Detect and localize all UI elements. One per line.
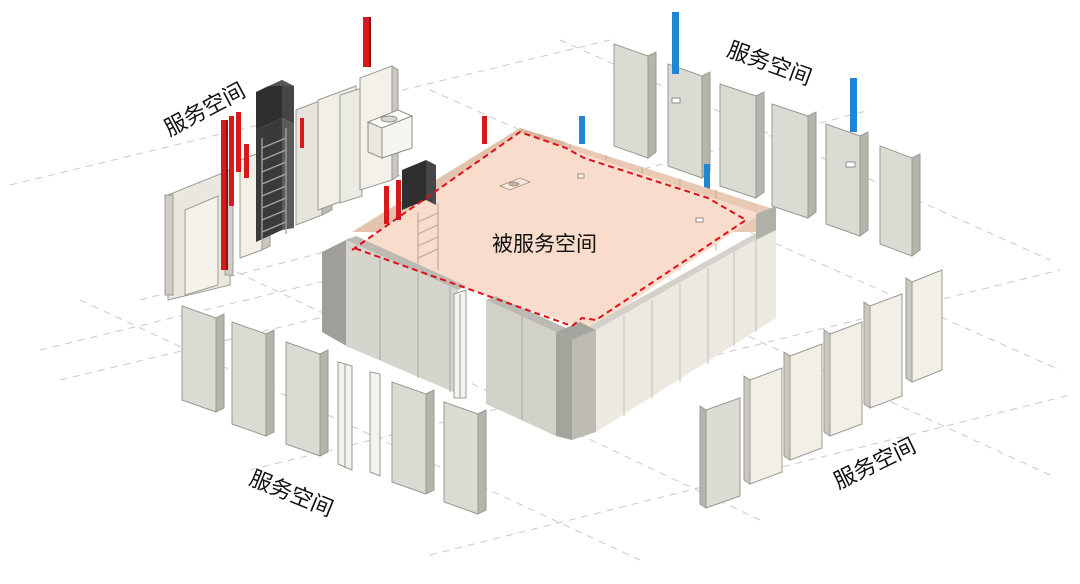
- sink: [366, 109, 414, 159]
- label-served-space: 被服务空间: [492, 232, 597, 256]
- service-cluster-bottom-left: [181, 305, 487, 515]
- blue-risers: [579, 12, 857, 194]
- service-cluster-bottom-right: [699, 269, 943, 509]
- ladder: [261, 128, 287, 244]
- central-room: [322, 116, 776, 440]
- red-risers: [221, 17, 369, 270]
- outlet-icons: [671, 97, 856, 168]
- service-cluster-top-left: [164, 17, 414, 301]
- service-cluster-top-right: [579, 12, 921, 257]
